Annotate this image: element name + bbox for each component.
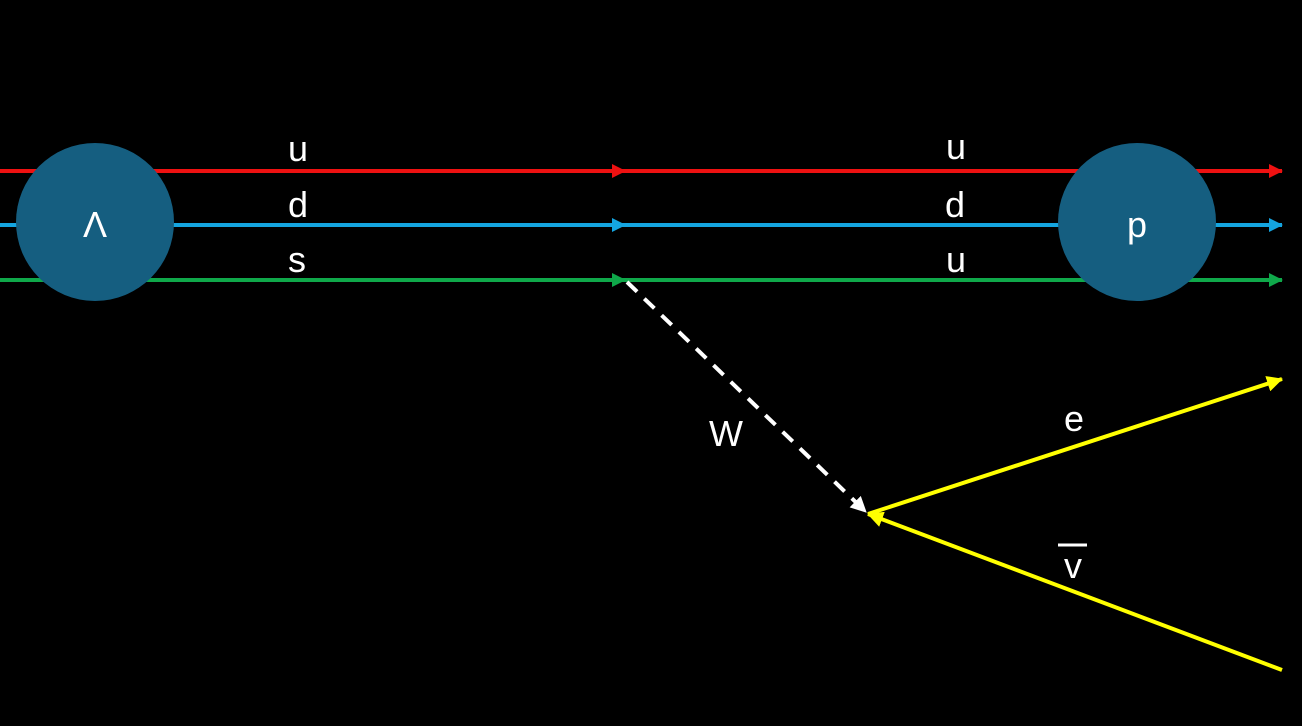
proton [1058,143,1216,301]
quark-label-u2-final: u [946,239,966,280]
w-boson-label: W [709,413,743,454]
antineutrino-label: v [1064,545,1082,586]
electron-label: e [1064,398,1084,439]
quark-label-d-initial: d [288,184,308,225]
lambda-label: Λ [83,204,107,245]
antineutrino-line [867,511,1283,672]
quark-label-u-initial: u [288,128,308,169]
quark-label-s-initial: s [288,239,306,280]
lambda-baryon [16,143,174,301]
proton-label: p [1127,204,1147,245]
w-boson-line [625,280,868,514]
quark-label-d-final: d [945,184,965,225]
electron-line [867,376,1283,516]
quark-label-u-final: u [946,126,966,167]
